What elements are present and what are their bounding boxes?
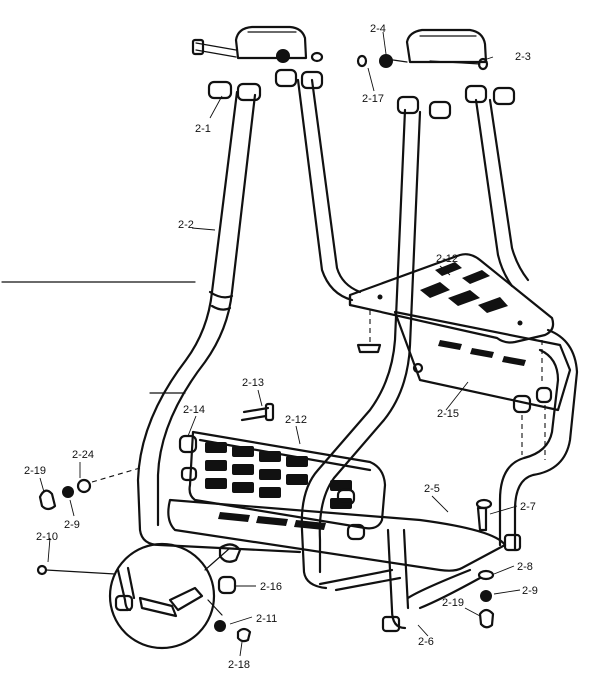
label-2-15: 2-15 — [437, 408, 459, 420]
label-2-11: 2-11 — [256, 613, 277, 625]
frame-left-upright — [136, 78, 362, 554]
label-2-8: 2-8 — [517, 561, 533, 573]
label-2-10: 2-10 — [36, 531, 58, 543]
leader-lines — [39, 31, 521, 657]
label-2-19-left: 2-19 — [24, 465, 46, 477]
label-2-12-lower: 2-12 — [285, 414, 307, 426]
label-2-24: 2-24 — [72, 449, 94, 461]
label-2-5: 2-5 — [424, 483, 440, 495]
label-2-1: 2-1 — [195, 123, 211, 135]
top-clamp-right — [356, 28, 489, 71]
label-2-6: 2-6 — [418, 636, 434, 648]
label-2-18: 2-18 — [228, 659, 250, 671]
lower-seat-base — [167, 498, 507, 633]
top-clamp-left — [191, 25, 324, 63]
label-2-17: 2-17 — [362, 93, 384, 105]
detail-inset — [108, 542, 252, 650]
label-2-19-right: 2-19 — [442, 597, 464, 609]
label-2-2: 2-2 — [178, 219, 194, 231]
label-2-9-right: 2-9 — [522, 585, 538, 597]
label-2-7: 2-7 — [520, 501, 536, 513]
label-2-12-upper: 2-12 — [436, 253, 458, 265]
label-2-3: 2-3 — [515, 51, 531, 63]
bolts — [36, 402, 493, 576]
label-2-9-left: 2-9 — [64, 519, 80, 531]
label-2-16: 2-16 — [260, 581, 282, 593]
label-2-14: 2-14 — [183, 404, 205, 416]
part-labels: 2-1 2-2 2-3 2-4 2-17 2-12 2-15 2-13 2-14… — [24, 23, 538, 671]
upper-seat-panel — [348, 253, 572, 460]
label-2-4: 2-4 — [370, 23, 386, 35]
label-2-13: 2-13 — [242, 377, 264, 389]
lower-seat-back-panel — [178, 430, 387, 541]
hardware-right — [477, 569, 495, 629]
hardware-left — [38, 467, 141, 511]
